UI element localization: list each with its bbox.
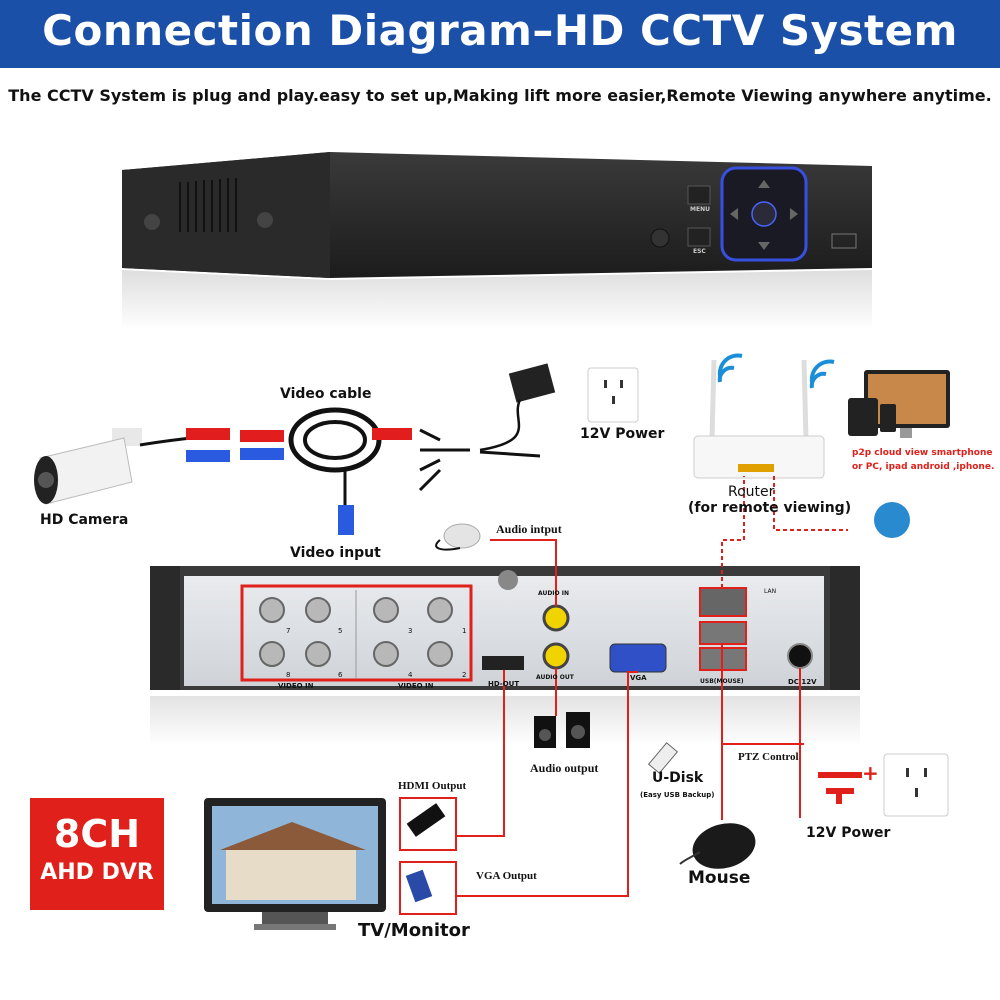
dvr-front-unit	[122, 152, 872, 330]
output-connectors	[399, 797, 457, 915]
power-12v-top-label: 12V Power	[580, 426, 665, 442]
hd-out-port-label: HD-OUT	[488, 680, 520, 688]
mouse-device	[679, 823, 756, 869]
power-12v-bottom-label: 12V Power	[806, 825, 891, 841]
title-banner: Connection Diagram–HD CCTV System	[0, 0, 1000, 68]
router-label: Router	[728, 484, 775, 500]
u-disk-label: U-Disk	[652, 770, 704, 786]
vga-output-label: VGA Output	[476, 870, 537, 882]
menu-button-label: MENU	[690, 206, 710, 213]
p2p-line2-label: or PC, ipad android ,iphone.	[852, 462, 995, 472]
audio-out-port-label: AUDIO OUT	[536, 674, 574, 681]
tv-monitor-label: TV/Monitor	[358, 920, 470, 941]
dc-power-symbol: +	[818, 761, 879, 804]
audio-output-label: Audio output	[530, 761, 599, 775]
video-cable	[139, 407, 412, 535]
svg-text:@: @	[874, 507, 900, 537]
u-disk-device	[647, 742, 679, 774]
video-in-right-label: VIDEO IN	[398, 682, 434, 690]
bnc-ports	[259, 597, 453, 667]
dc-port-label: DC 12V	[788, 678, 817, 686]
remote-devices: @	[848, 370, 950, 538]
mouse-label: Mouse	[688, 868, 751, 888]
wall-socket-top	[587, 367, 639, 423]
dvr-back-panel	[150, 566, 860, 746]
router-note-label: (for remote viewing)	[688, 500, 852, 516]
audio-input-mic	[435, 523, 481, 551]
speakers	[534, 712, 590, 748]
channel-number: 1	[462, 627, 467, 635]
page-subtitle: The CCTV System is plug and play.easy to…	[8, 86, 992, 105]
channel-number: 8	[286, 671, 291, 679]
badge-channels: 8CH	[53, 812, 141, 856]
wall-socket-bottom	[883, 753, 949, 817]
vga-port-label: VGA	[630, 674, 647, 682]
hd-camera	[34, 428, 142, 505]
video-cable-label: Video cable	[280, 386, 372, 402]
page-title: Connection Diagram–HD CCTV System	[42, 6, 958, 55]
channel-number: 3	[408, 627, 413, 635]
esc-button-label: ESC	[693, 248, 706, 255]
channel-number: 7	[286, 627, 291, 635]
video-in-left-label: VIDEO IN	[278, 682, 314, 690]
power-adapter	[418, 363, 556, 492]
product-badge: 8CH AHD DVR	[30, 798, 164, 910]
audio-in-port-label: AUDIO IN	[538, 590, 569, 597]
video-input-label: Video input	[290, 545, 381, 561]
lan-port-label: LAN	[764, 588, 777, 595]
hdmi-output-label: HDMI Output	[398, 780, 467, 792]
channel-number: 5	[338, 627, 343, 635]
audio-input-label: Audio intput	[496, 522, 562, 536]
p2p-line1-label: p2p cloud view smartphone	[852, 448, 993, 458]
connection-lines	[456, 476, 848, 897]
badge-type: AHD DVR	[40, 860, 154, 885]
router	[693, 353, 835, 479]
hd-camera-label: HD Camera	[40, 512, 129, 528]
usb-port-label: USB(MOUSE)	[700, 678, 744, 685]
u-disk-note-label: (Easy USB Backup)	[640, 791, 715, 799]
channel-number: 6	[338, 671, 343, 679]
ptz-control-label: PTZ Control	[738, 751, 799, 763]
svg-text:+: +	[862, 761, 879, 785]
tv-monitor-device	[204, 798, 386, 930]
vent-slots	[179, 178, 237, 232]
channel-number: 2	[462, 671, 467, 679]
channel-number: 4	[408, 671, 413, 679]
